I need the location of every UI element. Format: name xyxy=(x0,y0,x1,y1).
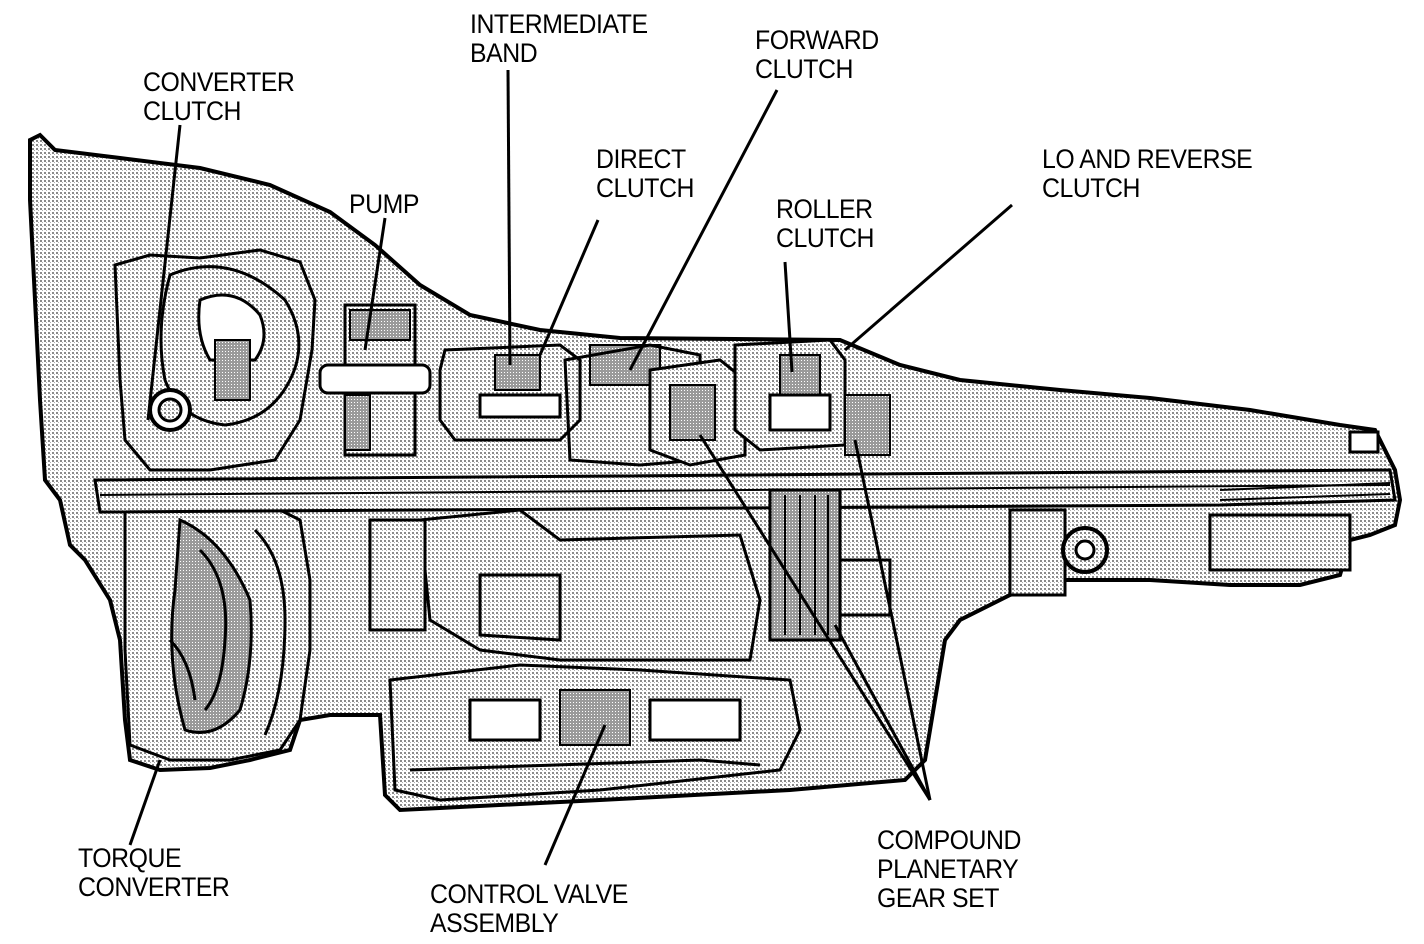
leader-torque-converter xyxy=(128,759,162,846)
label-intermediate-band: INTERMEDIATE BAND xyxy=(470,9,648,68)
leader-converter-clutch xyxy=(146,124,182,421)
leader-planetary-c xyxy=(853,439,932,801)
lo-reverse-clutch-pack xyxy=(844,394,891,456)
label-torque-converter: TORQUE CONVERTER xyxy=(78,843,230,902)
leader-planetary-b xyxy=(833,624,932,801)
leader-planetary-a xyxy=(698,434,932,801)
label-compound-planetary-gear-set: COMPOUND PLANETARY GEAR SET xyxy=(877,825,1021,913)
leader-lo-reverse xyxy=(844,203,1013,352)
label-converter-clutch: CONVERTER CLUTCH xyxy=(143,67,295,126)
leader-pump xyxy=(363,217,387,351)
leader-forward-clutch xyxy=(628,89,779,371)
label-forward-clutch: FORWARD CLUTCH xyxy=(755,25,879,84)
label-control-valve-assembly: CONTROL VALVE ASSEMBLY xyxy=(430,879,628,938)
leader-roller-clutch xyxy=(783,261,794,373)
leader-direct-clutch xyxy=(538,219,600,356)
label-lo-reverse-clutch: LO AND REVERSE CLUTCH xyxy=(1042,144,1253,203)
label-pump: PUMP xyxy=(349,189,419,219)
label-roller-clutch: ROLLER CLUTCH xyxy=(776,194,874,253)
leader-control-valve xyxy=(543,724,607,866)
label-direct-clutch: DIRECT CLUTCH xyxy=(596,144,694,203)
leader-intermediate-band xyxy=(506,69,512,366)
